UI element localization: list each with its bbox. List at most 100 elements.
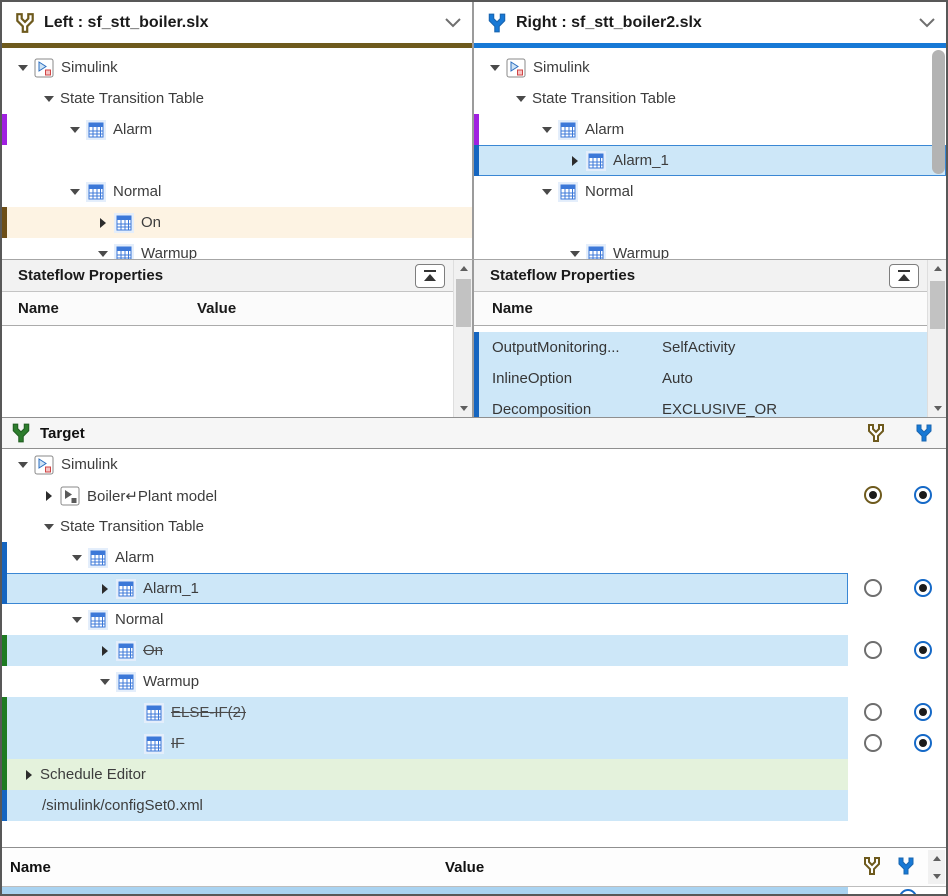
left-file-title: Left : sf_stt_boiler.slx xyxy=(44,13,209,31)
choose-right-radio[interactable] xyxy=(914,734,932,752)
expanded-triangle-icon[interactable] xyxy=(568,247,582,260)
target-row-alarm[interactable]: Alarm xyxy=(2,542,946,573)
clipped-property-row[interactable] xyxy=(2,887,917,894)
tree-row-alarm1-selected[interactable]: Alarm_1 xyxy=(474,145,946,176)
expanded-triangle-icon[interactable] xyxy=(68,123,82,137)
chevron-down-icon[interactable] xyxy=(444,17,462,29)
collapse-panel-button[interactable] xyxy=(889,263,919,288)
target-row-normal[interactable]: Normal xyxy=(2,604,946,635)
tree-row-warmup-clipped[interactable]: Warmup xyxy=(2,238,472,259)
collapsed-triangle-icon[interactable] xyxy=(98,582,112,596)
target-row-boiler[interactable]: Boiler↵Plant model xyxy=(2,480,946,511)
property-row[interactable]: Decomposition EXCLUSIVE_OR xyxy=(474,394,927,417)
scroll-thumb[interactable] xyxy=(930,281,945,329)
expanded-triangle-icon[interactable] xyxy=(42,520,56,534)
diff-marker-blue xyxy=(2,542,7,573)
scroll-down-icon[interactable] xyxy=(928,868,945,884)
collapsed-triangle-icon[interactable] xyxy=(42,489,56,503)
target-row-elseif2[interactable]: ELSE-IF(2) xyxy=(2,697,946,728)
diff-marker-green xyxy=(2,728,7,759)
transition-table-icon xyxy=(88,609,108,630)
target-row-stt[interactable]: State Transition Table xyxy=(2,511,946,542)
right-choice-column-icon[interactable] xyxy=(896,856,916,876)
left-choice-column-icon[interactable] xyxy=(866,423,886,443)
diff-marker-green xyxy=(2,697,7,728)
choose-left-radio[interactable] xyxy=(864,641,882,659)
left-file-panel: Left : sf_stt_boiler.slx Simulink State … xyxy=(2,2,472,259)
expanded-triangle-icon[interactable] xyxy=(70,613,84,627)
collapse-panel-button[interactable] xyxy=(415,263,445,288)
tree-row-on[interactable]: On xyxy=(2,207,472,238)
right-properties-scrollbar[interactable] xyxy=(927,260,946,417)
scroll-up-icon[interactable] xyxy=(454,260,473,277)
property-row[interactable]: InlineOption Auto xyxy=(474,363,927,394)
scroll-up-icon[interactable] xyxy=(928,850,945,866)
expanded-triangle-icon[interactable] xyxy=(96,247,110,260)
tree-row-simulink[interactable]: Simulink xyxy=(2,52,472,83)
expanded-triangle-icon[interactable] xyxy=(16,458,30,472)
choose-right-radio[interactable] xyxy=(914,486,932,504)
expanded-triangle-icon[interactable] xyxy=(540,123,554,137)
expanded-triangle-icon[interactable] xyxy=(98,675,112,689)
transition-table-icon xyxy=(114,212,134,233)
panel-divider[interactable] xyxy=(472,2,474,259)
expanded-triangle-icon[interactable] xyxy=(42,92,56,106)
mini-scrollbar[interactable] xyxy=(928,850,945,884)
property-value: Auto xyxy=(662,370,693,387)
left-choice-column-icon[interactable] xyxy=(862,856,882,876)
choose-left-radio[interactable] xyxy=(864,486,882,504)
choose-right-radio[interactable] xyxy=(914,641,932,659)
target-header: Target xyxy=(2,418,946,449)
right-file-header[interactable]: Right : sf_stt_boiler2.slx xyxy=(474,2,946,43)
subsystem-icon xyxy=(60,486,80,506)
right-choice-column-icon[interactable] xyxy=(914,423,934,443)
chevron-down-icon[interactable] xyxy=(918,17,936,29)
collapsed-triangle-icon[interactable] xyxy=(568,154,582,168)
tree-label: State Transition Table xyxy=(60,90,204,107)
scroll-down-icon[interactable] xyxy=(454,400,473,417)
expanded-triangle-icon[interactable] xyxy=(488,61,502,75)
target-row-simulink[interactable]: Simulink xyxy=(2,449,946,480)
collapsed-triangle-icon[interactable] xyxy=(22,768,36,782)
target-row-alarm1-selected[interactable]: Alarm_1 xyxy=(2,573,946,604)
expanded-triangle-icon[interactable] xyxy=(540,185,554,199)
tree-row-alarm[interactable]: Alarm xyxy=(474,114,946,145)
property-row[interactable]: OutputMonitoring... SelfActivity xyxy=(474,332,927,363)
left-properties-scrollbar[interactable] xyxy=(453,260,473,417)
collapsed-triangle-icon[interactable] xyxy=(96,216,110,230)
tree-row-warmup-clipped[interactable]: Warmup xyxy=(474,238,946,259)
expanded-triangle-icon[interactable] xyxy=(70,551,84,565)
tree-row-simulink[interactable]: Simulink xyxy=(474,52,946,83)
tree-row-stt[interactable]: State Transition Table xyxy=(2,83,472,114)
choose-right-radio[interactable] xyxy=(914,579,932,597)
choose-left-radio[interactable] xyxy=(864,734,882,752)
tree-row-stt[interactable]: State Transition Table xyxy=(474,83,946,114)
target-merge-icon xyxy=(10,422,32,444)
scroll-down-icon[interactable] xyxy=(928,400,946,417)
scroll-up-icon[interactable] xyxy=(928,260,946,277)
target-row-if[interactable]: IF xyxy=(2,728,946,759)
left-file-header[interactable]: Left : sf_stt_boiler.slx xyxy=(2,2,472,43)
expanded-triangle-icon[interactable] xyxy=(68,185,82,199)
expanded-triangle-icon[interactable] xyxy=(16,61,30,75)
target-row-on[interactable]: On xyxy=(2,635,946,666)
property-name: InlineOption xyxy=(492,370,573,387)
scroll-thumb[interactable] xyxy=(456,279,471,327)
choose-right-radio[interactable] xyxy=(914,703,932,721)
target-row-warmup[interactable]: Warmup xyxy=(2,666,946,697)
choose-left-radio[interactable] xyxy=(864,579,882,597)
choose-right-radio[interactable] xyxy=(899,889,917,894)
tree-row-normal[interactable]: Normal xyxy=(474,176,946,207)
collapsed-triangle-icon[interactable] xyxy=(98,644,112,658)
diff-marker-blue xyxy=(474,332,479,363)
target-row-schedule-editor[interactable]: Schedule Editor xyxy=(2,759,946,790)
expanded-triangle-icon[interactable] xyxy=(514,92,528,106)
tree-row-alarm[interactable]: Alarm xyxy=(2,114,472,145)
tree-row-normal[interactable]: Normal xyxy=(2,176,472,207)
choose-left-radio[interactable] xyxy=(864,703,882,721)
overlay-scrollbar-thumb[interactable] xyxy=(932,50,945,174)
tree-spacer-row xyxy=(474,207,946,238)
panel-divider[interactable] xyxy=(472,260,474,417)
target-row-configset[interactable]: /simulink/configSet0.xml xyxy=(2,790,946,821)
name-column-label: Name xyxy=(10,858,51,876)
